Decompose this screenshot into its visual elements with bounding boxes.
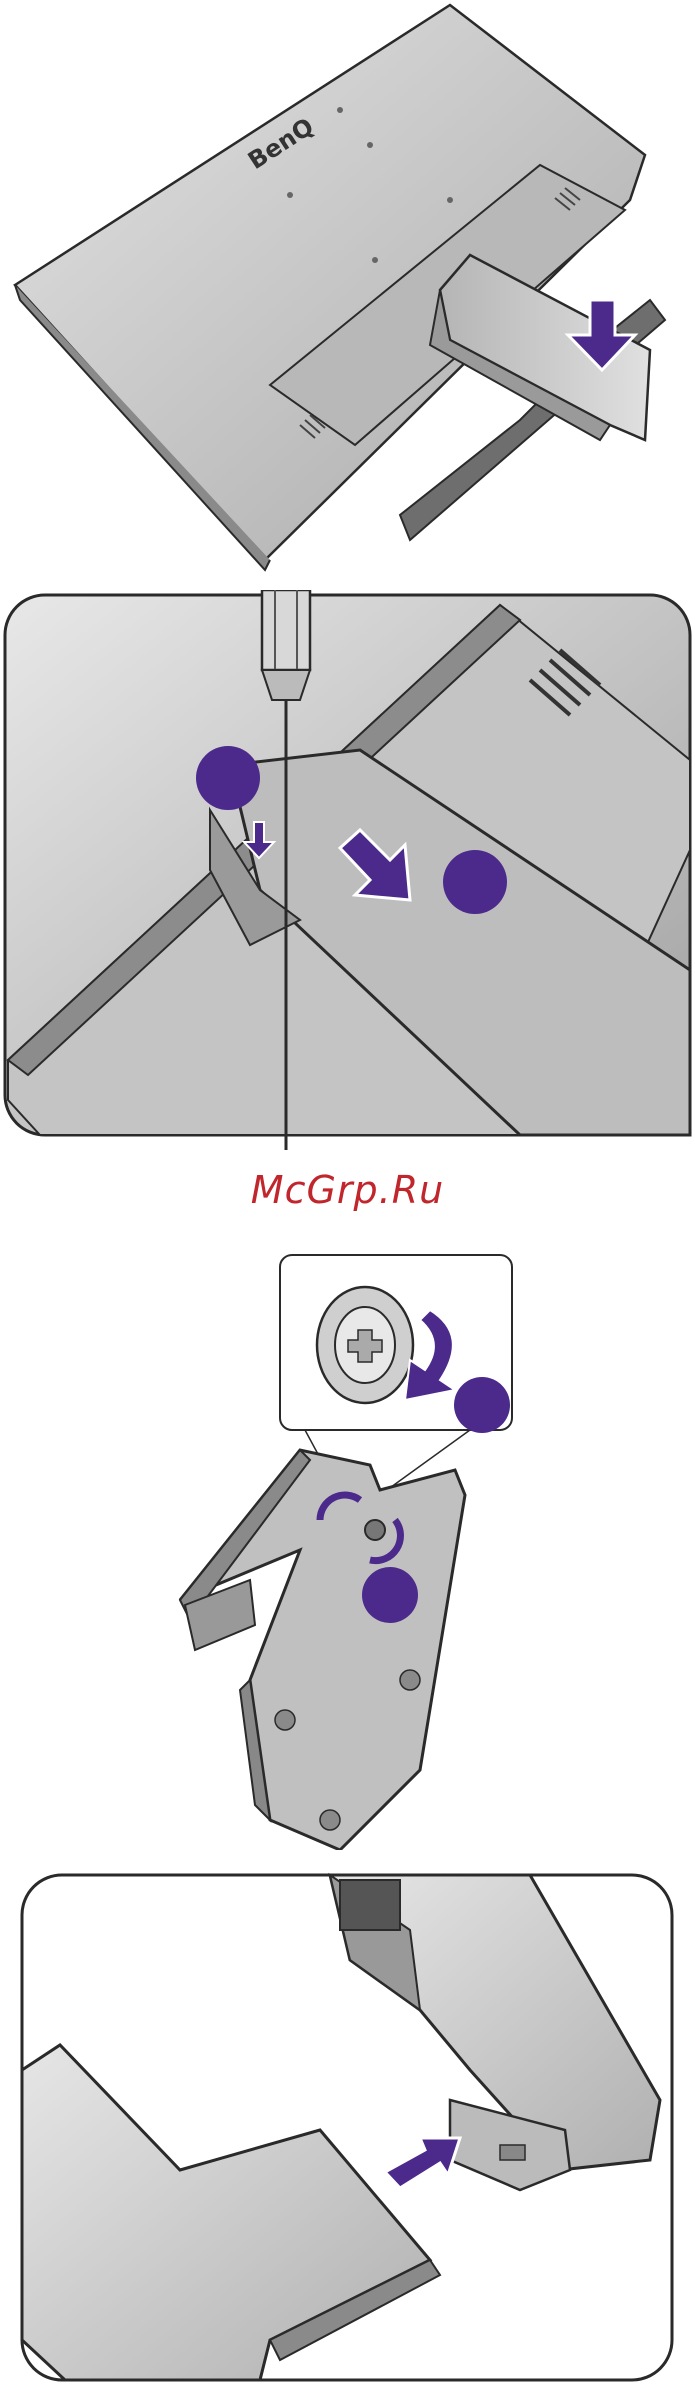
figure-screw-arm-closeup	[0, 590, 695, 1150]
watermark: McGrp.Ru	[0, 1168, 695, 1212]
figure-stand-base-thumbscrew	[0, 1250, 695, 1850]
figure-monitor-back-attach-arm: BenQ	[0, 0, 695, 590]
step-circle-1	[196, 746, 260, 810]
monitor-back-panel	[15, 5, 645, 560]
step-circle-2	[443, 850, 507, 914]
step-circle-1	[454, 1377, 510, 1433]
figure-attach-base-to-arm	[0, 1870, 695, 2385]
step-circle-2	[362, 1567, 418, 1623]
